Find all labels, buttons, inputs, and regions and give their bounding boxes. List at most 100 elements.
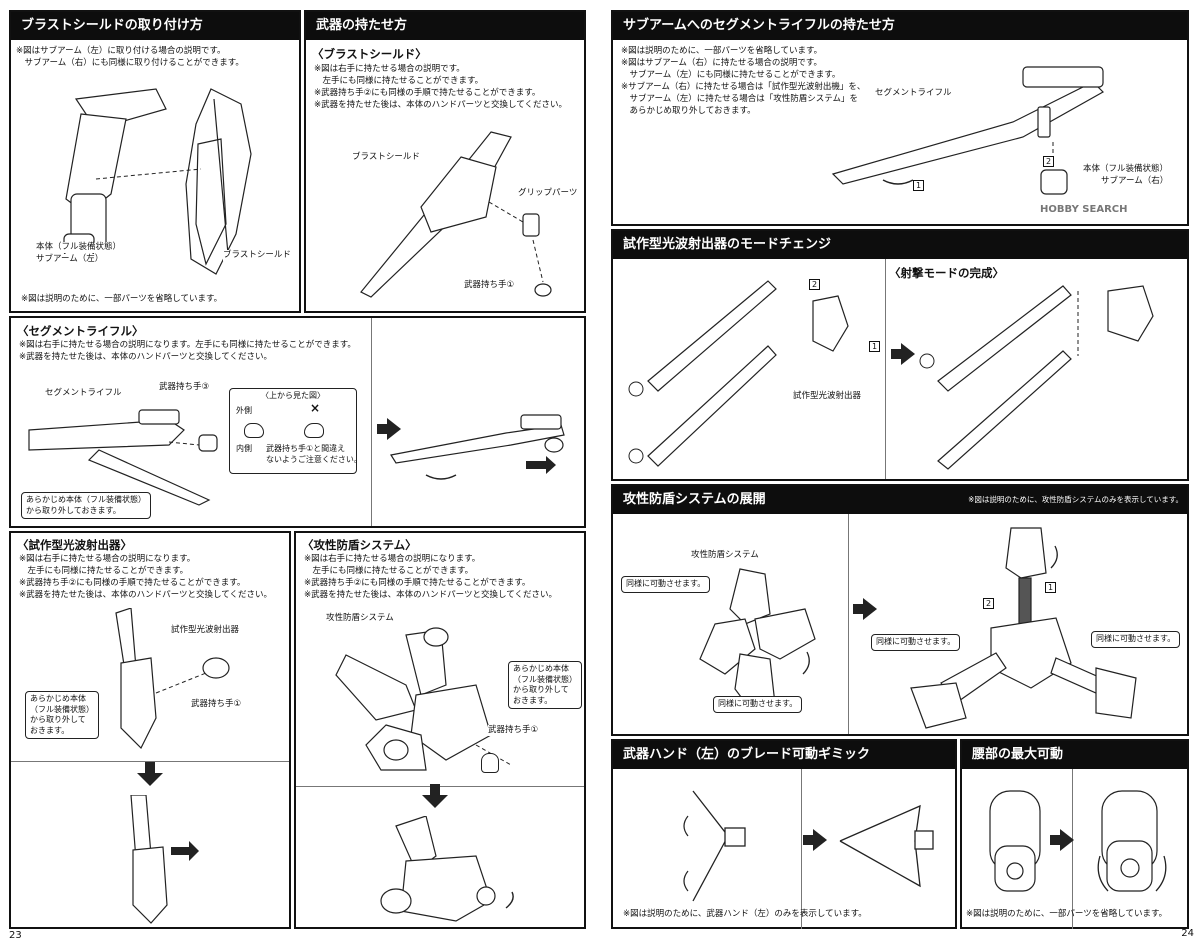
right-page: サブアームへのセグメントライフルの持たせ方 ※図は説明のために、一部パーツを省略… [600, 0, 1200, 939]
callout-detach: あらかじめ本体 （フル装備状態） から取り外して おきます。 [508, 661, 582, 709]
step-1-badge: 1 [869, 341, 881, 352]
section-title: 武器ハンド（左）のブレード可動ギミック [613, 741, 955, 769]
shield-system-section: 〈攻性防盾システム〉 ※図は右手に持たせる場合の説明になります。 左手にも同様に… [294, 531, 586, 929]
note-line: 左手にも同様に持たせることができます。 [304, 566, 474, 576]
note-line: ※サブアーム（右）に持たせる場合は「試作型光波射出機」を、 [621, 82, 866, 92]
hand-bad-icon [304, 423, 324, 438]
label-part: 試作型光波射出器 [793, 391, 862, 402]
warn-line: 武器持ち手①と間違え [266, 444, 346, 453]
divider [885, 259, 886, 479]
waist-after-illustration [1097, 790, 1167, 892]
subarm-shield-illustration [63, 88, 252, 275]
arrow-right-icon [377, 418, 401, 440]
arrow-down-icon [422, 784, 448, 808]
step-2-badge: 2 [1043, 156, 1055, 167]
callout-same-2: 同様に可動させます。 [713, 696, 803, 713]
subsection-title: 〈ブラストシールド〉 [312, 47, 427, 61]
shield-folded-illustration [699, 568, 816, 710]
label-shield: ブラストシールド [352, 152, 420, 163]
blade-open-illustration [839, 804, 934, 888]
note-line: ※武器持ち手②にも同様の手順で持たせることができます。 [314, 88, 541, 98]
footer-note: ※図は説明のために、一部パーツを省略しています。 [21, 294, 223, 304]
shield-system-illustration [335, 627, 512, 771]
step-1-badge: 1 [1045, 582, 1057, 593]
blast-shield-mount-section: ブラストシールドの取り付け方 ※図はサブアーム（左）に取り付ける場合の説明です。… [9, 10, 301, 313]
mode-change-section: 試作型光波射出器のモードチェンジ 2 1 試作型光波射出器 〈射撃モードの完成〉 [611, 229, 1189, 481]
section-title: 武器の持たせ方 [306, 12, 584, 40]
note-line: あらかじめ取り外しておきます。 [621, 106, 756, 116]
callout-detach: あらかじめ本体（フル装備状態） から取り外しておきます。 [21, 492, 151, 519]
hand-icon [481, 753, 499, 773]
shield-system-held-illustration [380, 816, 514, 922]
prototype-emitter-section: 〈試作型光波射出器〉 ※図は右手に持たせる場合の説明になります。 左手にも同様に… [9, 531, 291, 939]
top-view-title: 〈上から見た図〉 [261, 391, 325, 400]
note-line: ※図は右手に持たせる場合の説明になります。 [19, 554, 196, 564]
subsection-title: 〈試作型光波射出器〉 [17, 538, 132, 552]
top-view-box: 〈上から見た図〉 外側 × 内側 武器持ち手①と間違え ないようご注意ください。 [229, 388, 362, 474]
callout-same-1: 同様に可動させます。 [621, 576, 711, 593]
step-1-badge: 1 [913, 180, 925, 191]
note-line: ※武器持ち手②にも同様の手順で持たせることができます。 [304, 578, 531, 588]
label-body: 本体（フル装備状態） [36, 242, 122, 253]
left-page: ブラストシールドの取り付け方 ※図はサブアーム（左）に取り付ける場合の説明です。… [9, 10, 586, 939]
note-right: ※図は説明のために、攻性防盾システムのみを表示しています。 [968, 495, 1183, 504]
section-title: 腰部の最大可動 [962, 741, 1187, 769]
shooting-mode-illustration [919, 285, 1154, 470]
subsection-title: 〈セグメントライフル〉 [17, 324, 144, 338]
note-line: ※武器を持たせた後は、本体のハンドパーツと交換してください。 [314, 100, 567, 110]
emitter-illustration [115, 608, 230, 750]
note-line: サブアーム（左）に持たせる場合は「攻性防盾システム」を [621, 94, 858, 104]
note-line: サブアーム（右）にも同様に取り付けることができます。 [16, 58, 244, 68]
label-body: 本体（フル装備状態） [1083, 164, 1169, 175]
footer-note: ※図は説明のために、一部パーツを省略しています。 [966, 909, 1168, 919]
weapon-hold-section: 武器の持たせ方 〈ブラストシールド〉 ※図は右手に持たせる場合の説明です。 左手… [304, 10, 586, 313]
callout-same-4: 同様に可動させます。 [1091, 631, 1181, 648]
rifle-held-illustration [390, 414, 565, 480]
note-line: ※武器を持たせた後は、本体のハンドパーツと交換してください。 [304, 590, 557, 600]
note-line: サブアーム（左）にも同様に持たせることができます。 [621, 70, 841, 80]
arrow-down-icon [137, 762, 163, 786]
warn-line: ないようご注意ください。 [266, 455, 362, 464]
label-hand: 武器持ち手③ [159, 382, 210, 393]
label-hand: 武器持ち手① [191, 699, 242, 710]
label-hand: 武器持ち手① [488, 725, 539, 736]
subarm-rifle-section: サブアームへのセグメントライフルの持たせ方 ※図は説明のために、一部パーツを省略… [611, 10, 1189, 226]
label-system: 攻性防盾システム [326, 613, 394, 624]
note-line: ※図は右手に持たせる場合の説明です。 [314, 64, 465, 74]
note-line: ※図は右手に持たせる場合の説明になります。左手にも同様に持たせることができます。 [19, 340, 356, 350]
section-title: ブラストシールドの取り付け方 [11, 12, 299, 40]
callout-detach: あらかじめ本体 （フル装備状態） から取り外して おきます。 [25, 691, 99, 739]
label-inside: 内側 [236, 444, 252, 453]
note-line: ※図はサブアーム（右）に持たせる場合の説明です。 [621, 58, 823, 68]
emitter-held-illustration [130, 795, 199, 924]
label-shield: ブラストシールド [223, 250, 291, 261]
arrow-right-icon [891, 343, 915, 365]
note-line: ※武器を持たせた後は、本体のハンドパーツと交換してください。 [19, 590, 272, 600]
divider [11, 761, 289, 762]
divider [848, 514, 849, 734]
arrow-right-icon [803, 829, 827, 851]
callout-same-3: 同様に可動させます。 [871, 634, 961, 651]
page-number: 24 [1181, 928, 1194, 939]
label-rifle: セグメントライフル [45, 388, 122, 399]
waist-before-illustration [989, 790, 1041, 892]
label-grip: グリップパーツ [518, 188, 578, 199]
footer-note: ※図は説明のために、武器ハンド（左）のみを表示しています。 [623, 909, 867, 919]
step-2-badge: 2 [809, 279, 821, 290]
note-line: 左手にも同様に持たせることができます。 [19, 566, 189, 576]
cross-mark: × [310, 401, 321, 415]
emitter-parts-illustration [628, 280, 849, 467]
label-system: 攻性防盾システム [691, 550, 759, 561]
shield-deployed-illustration [910, 527, 1137, 729]
watermark: HOBBY SEARCH [1040, 204, 1128, 215]
label-outside: 外側 [236, 406, 252, 415]
note-line: ※図は右手に持たせる場合の説明になります。 [304, 554, 481, 564]
label-part: 試作型光波射出器 [171, 625, 240, 636]
divider [296, 786, 584, 787]
arrow-right-icon [853, 598, 877, 620]
segment-rifle-section: 〈セグメントライフル〉 ※図は右手に持たせる場合の説明になります。左手にも同様に… [9, 316, 586, 528]
section-title: 試作型光波射出器のモードチェンジ [613, 231, 1187, 259]
waist-section: 腰部の最大可動 ※図は説明のために、一部パーツを省略しています。 [960, 739, 1189, 929]
note-line: ※武器持ち手②にも同様の手順で持たせることができます。 [19, 578, 246, 588]
label-hand: 武器持ち手① [464, 280, 515, 291]
